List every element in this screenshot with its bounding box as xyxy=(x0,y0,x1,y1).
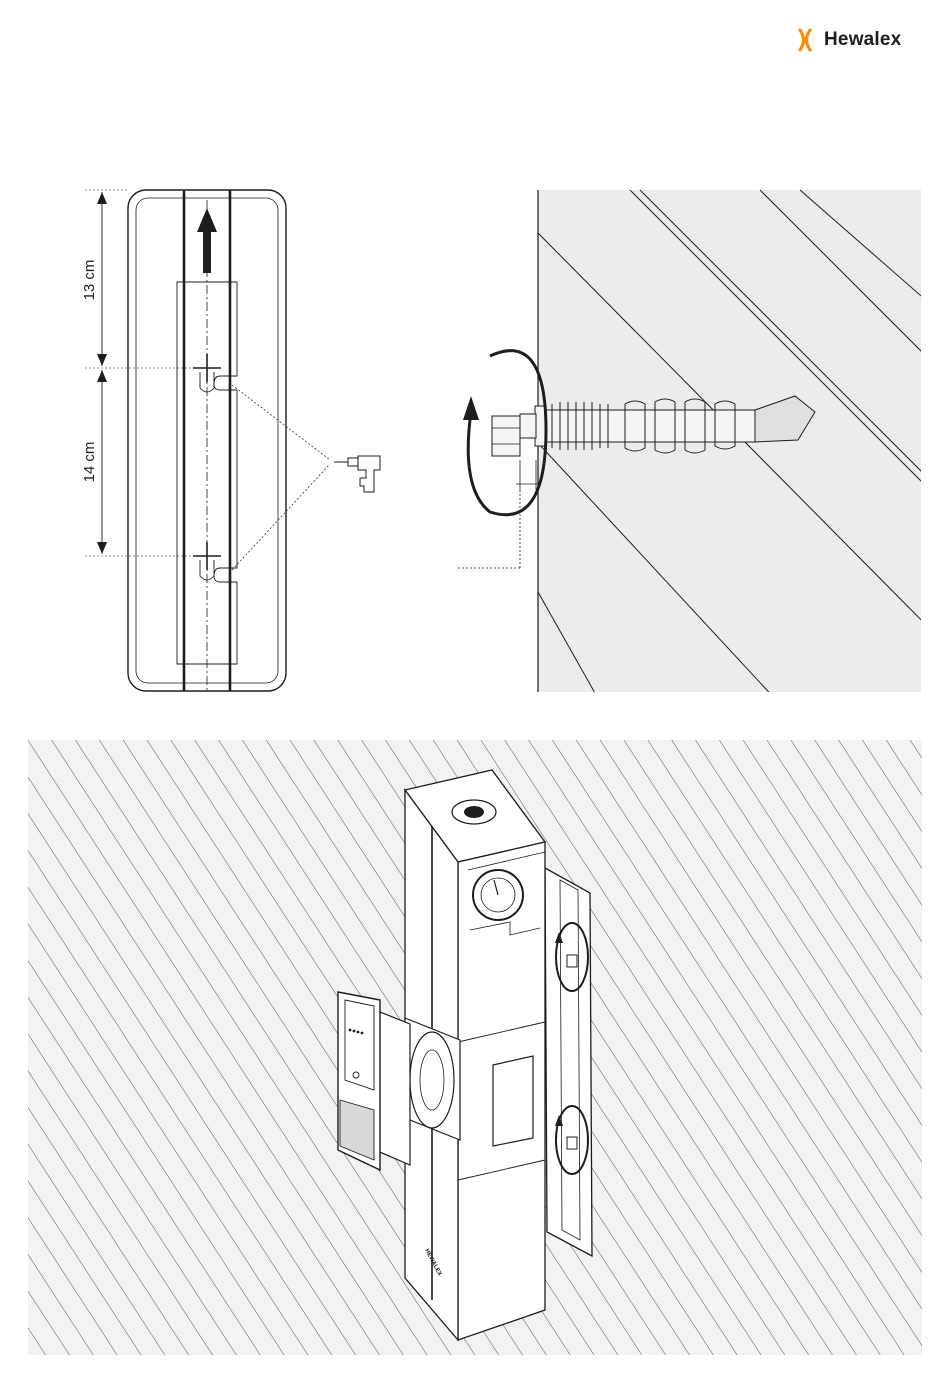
mounting-template-figure: 13 cm 14 cm xyxy=(81,190,380,691)
label-window xyxy=(493,1056,533,1146)
dimension-label-upper: 13 cm xyxy=(81,260,98,301)
dimension-label-lower: 14 cm xyxy=(81,442,98,483)
wall-bracket xyxy=(545,868,592,1256)
up-arrow-icon xyxy=(197,208,217,273)
device-mounting-figure: HEWALEX xyxy=(28,740,922,1355)
wall-anchor-figure xyxy=(458,120,950,702)
thermometer-gauge xyxy=(473,870,523,920)
drill-icon xyxy=(334,456,380,492)
